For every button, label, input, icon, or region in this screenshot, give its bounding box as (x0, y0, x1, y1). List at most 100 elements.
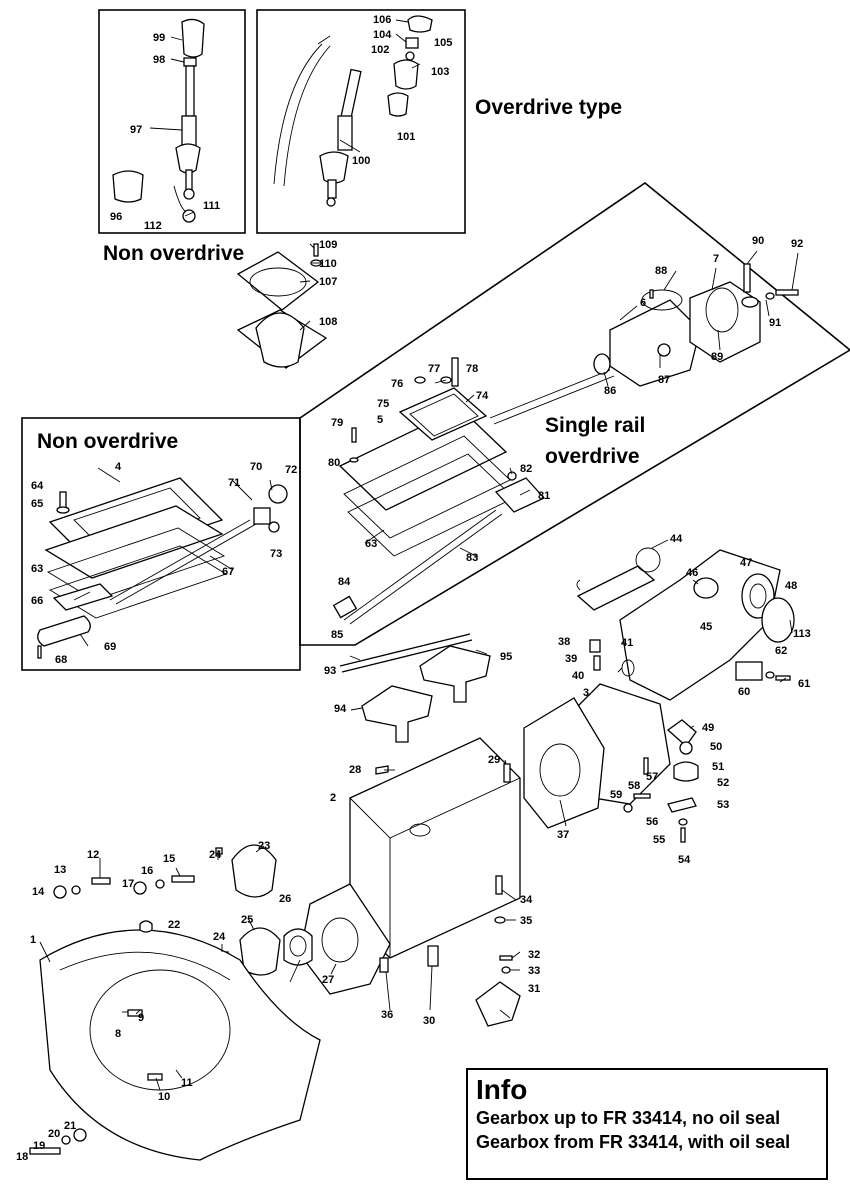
part-label-63a: 63 (365, 538, 377, 550)
part-label-107: 107 (319, 276, 337, 288)
part-label-100: 100 (352, 155, 370, 167)
part-label-83: 83 (466, 552, 478, 564)
part-label-65: 65 (31, 498, 43, 510)
leader-lines (39, 19, 799, 1091)
part-label-39: 39 (565, 653, 577, 665)
rear-extension-housing (523, 547, 795, 843)
info-title: Info (476, 1074, 528, 1105)
part-label-19: 19 (33, 1140, 45, 1152)
part-label-58: 58 (628, 780, 640, 792)
part-label-17: 17 (122, 878, 134, 890)
part-label-72: 72 (285, 464, 297, 476)
non-overdrive-top-cover-assembly (37, 477, 288, 659)
part-label-12: 12 (87, 849, 99, 861)
part-label-44: 44 (670, 533, 683, 545)
part-label-13: 13 (54, 864, 66, 876)
part-label-9: 9 (138, 1012, 144, 1024)
part-label-63b: 63 (31, 563, 43, 575)
part-label-51: 51 (712, 761, 724, 773)
part-label-87: 87 (658, 374, 670, 386)
part-label-74: 74 (476, 390, 489, 402)
heading-single-rail: Single rail (545, 414, 645, 437)
part-label-33: 33 (528, 965, 540, 977)
part-number-labels: 99 98 97 96 111 112 106 104 105 102 103 … (16, 14, 811, 1163)
part-label-47: 47 (740, 557, 752, 569)
part-label-62: 62 (775, 645, 787, 657)
part-label-54: 54 (678, 854, 691, 866)
part-label-20: 20 (48, 1128, 60, 1140)
part-label-75: 75 (377, 398, 389, 410)
part-label-84: 84 (338, 576, 351, 588)
part-label-2: 2 (330, 792, 336, 804)
part-label-52: 52 (717, 777, 729, 789)
single-rail-overdrive-assembly (332, 263, 799, 625)
part-label-109: 109 (319, 239, 337, 251)
part-label-11: 11 (181, 1077, 193, 1089)
part-label-55: 55 (653, 834, 665, 846)
part-label-113: 113 (793, 628, 811, 640)
part-label-88: 88 (655, 265, 667, 277)
part-label-7: 7 (713, 253, 719, 265)
part-label-60: 60 (738, 686, 750, 698)
part-label-73: 73 (270, 548, 282, 560)
part-label-41: 41 (621, 637, 633, 649)
part-label-79: 79 (331, 417, 343, 429)
part-label-68: 68 (55, 654, 67, 666)
part-label-25: 25 (241, 914, 253, 926)
part-label-98: 98 (153, 54, 165, 66)
part-label-40: 40 (572, 670, 584, 682)
part-label-45: 45 (700, 621, 712, 633)
part-label-102: 102 (371, 44, 389, 56)
part-label-97: 97 (130, 124, 142, 136)
part-label-93: 93 (324, 665, 336, 677)
part-label-26: 26 (279, 893, 291, 905)
part-label-10: 10 (158, 1091, 170, 1103)
part-label-4: 4 (115, 461, 122, 473)
part-label-29: 29 (488, 754, 500, 766)
bellhousing (29, 875, 321, 1161)
part-label-56: 56 (646, 816, 658, 828)
heading-overdrive-type: Overdrive type (475, 96, 622, 119)
part-label-49: 49 (702, 722, 714, 734)
part-label-91: 91 (769, 317, 781, 329)
part-label-92: 92 (791, 238, 803, 250)
part-label-32: 32 (528, 949, 540, 961)
part-label-77: 77 (428, 363, 440, 375)
part-label-38: 38 (558, 636, 570, 648)
part-label-6: 6 (640, 297, 646, 309)
part-label-46: 46 (686, 567, 698, 579)
part-label-76: 76 (391, 378, 403, 390)
part-label-106: 106 (373, 14, 391, 26)
part-label-70: 70 (250, 461, 262, 473)
part-label-59: 59 (610, 789, 622, 801)
non-overdrive-lever-frame (98, 9, 246, 234)
part-label-37: 37 (557, 829, 569, 841)
single-rail-overdrive-frame (299, 182, 850, 646)
info-line-no-oil-seal: Gearbox up to FR 33414, no oil seal (476, 1108, 781, 1128)
part-label-90: 90 (752, 235, 764, 247)
heading-single-rail-overdrive: overdrive (545, 445, 640, 468)
part-label-96: 96 (110, 211, 122, 223)
part-label-103: 103 (431, 66, 449, 78)
selector-rod-and-forks (339, 633, 491, 743)
overdrive-lever-frame (256, 9, 466, 234)
part-label-48: 48 (785, 580, 797, 592)
part-label-53: 53 (717, 799, 729, 811)
part-label-86: 86 (604, 385, 616, 397)
part-label-85: 85 (331, 629, 343, 641)
part-label-110: 110 (319, 258, 337, 270)
part-label-1: 1 (30, 934, 36, 946)
gaiter-and-retainer (236, 243, 328, 369)
heading-non-overdrive-box: Non overdrive (37, 430, 178, 453)
part-label-24a: 24 (209, 849, 222, 861)
part-label-23: 23 (258, 840, 270, 852)
part-label-21: 21 (64, 1120, 76, 1132)
part-label-101: 101 (397, 131, 415, 143)
part-label-66: 66 (31, 595, 43, 607)
part-label-61: 61 (798, 678, 810, 690)
heading-non-overdrive-top: Non overdrive (103, 242, 244, 265)
part-label-82: 82 (520, 463, 532, 475)
part-label-81: 81 (538, 490, 550, 502)
part-label-69: 69 (104, 641, 116, 653)
